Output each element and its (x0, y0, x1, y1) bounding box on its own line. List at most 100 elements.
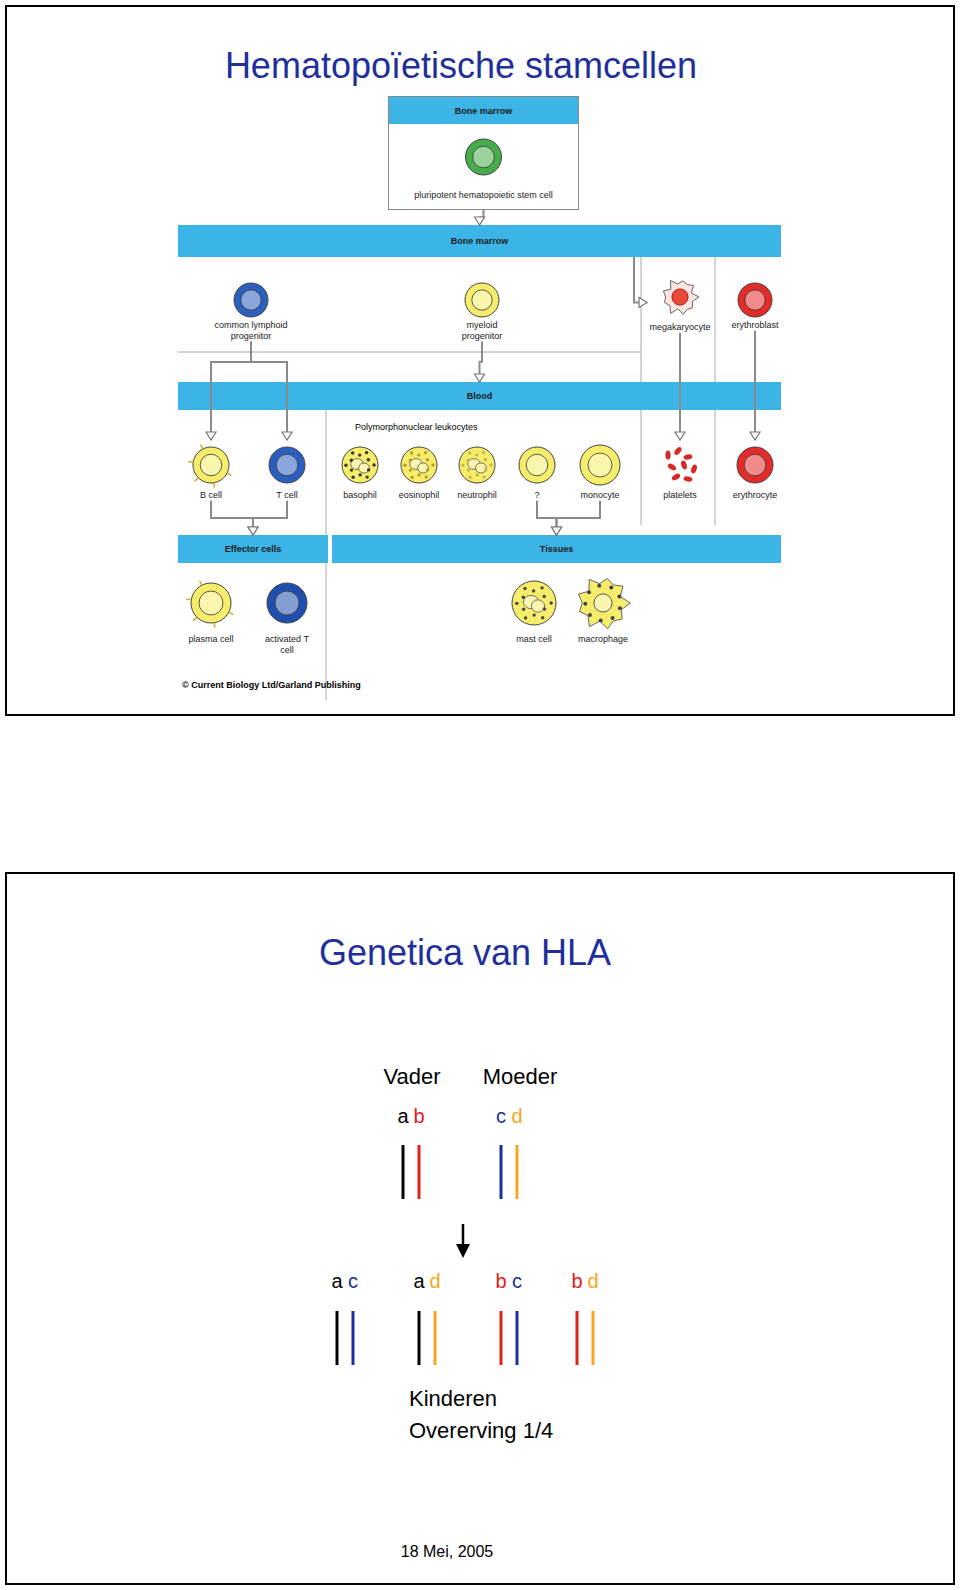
slide-title: Genetica van HLA (115, 932, 815, 974)
stem-cell-box: Bone marrow pluripotent hematopoietic ste… (388, 96, 579, 210)
cell-drawing (725, 440, 785, 490)
connector (750, 331, 760, 440)
slide-title: Hematopoïetische stamcellen (111, 45, 811, 87)
platelet (683, 454, 693, 461)
granule (467, 459, 470, 462)
cell-label: myeloid progenitor (447, 320, 517, 342)
granule (484, 458, 487, 461)
granule (351, 476, 354, 479)
tissue-band: Tissues (332, 535, 781, 563)
cell-nucleus (276, 454, 298, 476)
divider-line (178, 352, 641, 353)
cell-nucleus (472, 290, 492, 310)
hla-label: a (397, 1105, 408, 1128)
cell-drawing (504, 572, 564, 634)
cell-label: mast cell (504, 634, 564, 645)
hla-label: Kinderen (409, 1386, 497, 1411)
figure-note: © Current Biology Ltd/Garland Publishing (182, 680, 361, 690)
antibody (213, 623, 215, 628)
platelet (690, 464, 698, 474)
platelet (665, 451, 670, 460)
granule (522, 596, 525, 599)
granule (532, 589, 535, 592)
cell-body (193, 447, 229, 483)
cell-drawing (257, 440, 317, 490)
chromosome-bar (516, 1145, 519, 1199)
granule (409, 468, 412, 471)
cell-label: platelets (650, 490, 710, 501)
connector (475, 210, 485, 225)
cell-body (191, 583, 231, 623)
cell-label: erythroblast (725, 320, 785, 331)
connector-line (253, 501, 287, 535)
cell-body (342, 447, 378, 483)
cell-nucleus (418, 463, 429, 473)
cell-body (466, 139, 502, 175)
connector (251, 342, 292, 440)
cell-label: basophil (332, 490, 388, 501)
antibody (193, 617, 197, 621)
chromosome-bar (516, 1311, 519, 1365)
arrow-head (206, 432, 216, 440)
band-label: Bone marrow (447, 235, 513, 247)
connector (634, 257, 647, 307)
box-header-label: Bone marrow (455, 106, 513, 116)
granule (365, 475, 368, 478)
granule (583, 602, 587, 606)
cell-nucleus (588, 453, 612, 477)
connector-line (634, 257, 647, 302)
granule (588, 613, 592, 617)
granule (350, 459, 353, 462)
granule (523, 587, 526, 590)
arrow-head (750, 432, 760, 440)
connector (475, 342, 485, 382)
chromosome-bar (592, 1311, 595, 1365)
cell-drawing (568, 572, 638, 634)
cell-label: B cell (181, 490, 241, 501)
cell-drawing (447, 280, 517, 320)
cell-body (401, 447, 437, 483)
arrow-head (248, 527, 258, 535)
granule (549, 601, 552, 604)
blood-cell: erythroblast (725, 280, 785, 331)
granule (609, 585, 613, 589)
cell-nucleus (200, 454, 222, 476)
granule (489, 463, 492, 466)
connector-line (754, 331, 756, 440)
hla-label: c (496, 1105, 506, 1128)
cell-label: common lymphoid progenitor (206, 320, 296, 342)
granule (426, 468, 429, 471)
granule (522, 608, 525, 611)
connector-line (679, 333, 681, 440)
cell-nucleus (473, 146, 495, 168)
granule (543, 595, 546, 598)
granule (543, 607, 546, 610)
arrow-head (456, 1244, 470, 1258)
cell-drawing (206, 280, 296, 320)
granule (599, 619, 603, 623)
chromosome-bar (352, 1311, 355, 1365)
hla-label: c (512, 1270, 522, 1293)
blood-cell: T cell (257, 440, 317, 501)
granule (367, 468, 370, 471)
hla-label: b (495, 1270, 506, 1293)
cell-nucleus (476, 463, 487, 473)
blood-cell: macrophage (568, 572, 638, 645)
cell-body (737, 447, 773, 483)
granule (431, 463, 434, 466)
arrow-head (282, 432, 292, 440)
blood-cell: plasma cell (181, 572, 241, 645)
slide-frame: Genetica van HLA (5, 872, 955, 1585)
platelet (683, 476, 693, 483)
cell-body (269, 447, 305, 483)
cell-drawing (650, 440, 710, 490)
granule (403, 464, 406, 467)
granule (426, 458, 429, 461)
cell-nucleus (275, 591, 299, 615)
band-fill (178, 535, 328, 563)
cell-body (738, 283, 772, 317)
cell-label: pluripotent hematopoietic stem cell (389, 190, 578, 209)
chromosome-bars (337, 1145, 593, 1365)
hla-label: b (571, 1270, 582, 1293)
tissue-band: Effector cells (178, 535, 328, 563)
